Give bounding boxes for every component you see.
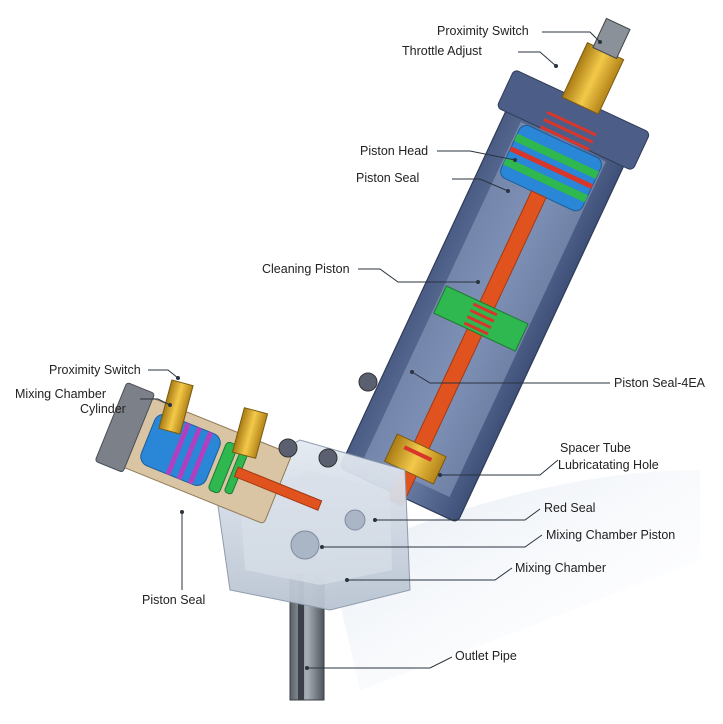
label-piston-seal-left: Piston Seal xyxy=(142,593,205,607)
floor-shadow xyxy=(330,470,700,690)
label-spacer-tube: Spacer Tube xyxy=(560,441,631,455)
label-mixing-chamber-cylinder-line1: Mixing Chamber xyxy=(15,387,106,401)
label-proximity-switch-top: Proximity Switch xyxy=(437,24,529,38)
label-mixing-chamber: Mixing Chamber xyxy=(515,561,606,575)
label-piston-seal-top: Piston Seal xyxy=(356,171,419,185)
label-proximity-switch-left: Proximity Switch xyxy=(49,363,141,377)
label-piston-head: Piston Head xyxy=(360,144,428,158)
label-throttle-adjust: Throttle Adjust xyxy=(402,44,482,58)
label-red-seal: Red Seal xyxy=(544,501,595,515)
leader-lines xyxy=(140,31,610,670)
label-lubricating-hole: Lubricatating Hole xyxy=(558,458,659,472)
left-brass-fittings xyxy=(158,372,378,468)
label-mixing-chamber-cylinder-line2: Cylinder xyxy=(80,402,126,416)
label-cleaning-piston: Cleaning Piston xyxy=(262,262,350,276)
mixing-chamber-cylinder-part xyxy=(95,382,323,524)
label-piston-seal-4ea: Piston Seal-4EA xyxy=(614,376,706,390)
main-cylinder-assembly xyxy=(340,17,650,522)
label-mixing-chamber-piston: Mixing Chamber Piston xyxy=(546,528,675,542)
label-outlet-pipe: Outlet Pipe xyxy=(455,649,517,663)
